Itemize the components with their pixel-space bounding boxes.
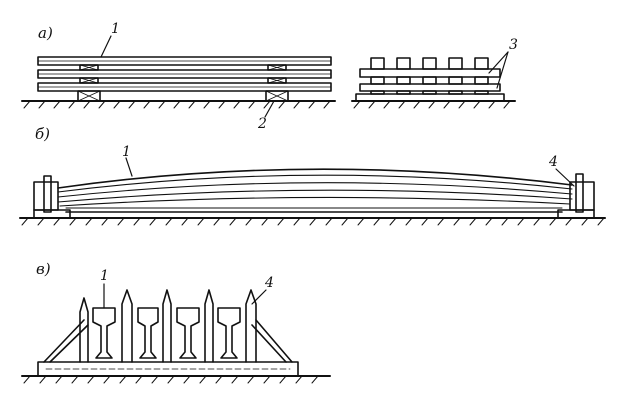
panel-c-callout-1: 1	[100, 268, 109, 284]
panel-a-callout-2: 2	[258, 116, 267, 132]
panel-c-rails-on-edge	[21, 283, 331, 384]
panel-b-callout-1: 1	[122, 144, 131, 160]
panel-a-left-stack	[21, 35, 336, 118]
panel-a-label: а)	[38, 24, 53, 42]
panel-b-label: б)	[35, 125, 51, 143]
panel-b-long-rails	[19, 157, 606, 226]
panel-a-callout-3: 3	[509, 37, 518, 53]
panel-c-callout-4: 4	[265, 275, 274, 291]
panel-a-callout-1: 1	[111, 21, 120, 37]
panel-b-callout-4: 4	[549, 154, 558, 170]
panel-c-label: в)	[36, 260, 51, 278]
panel-a-cross-stack	[351, 51, 516, 109]
